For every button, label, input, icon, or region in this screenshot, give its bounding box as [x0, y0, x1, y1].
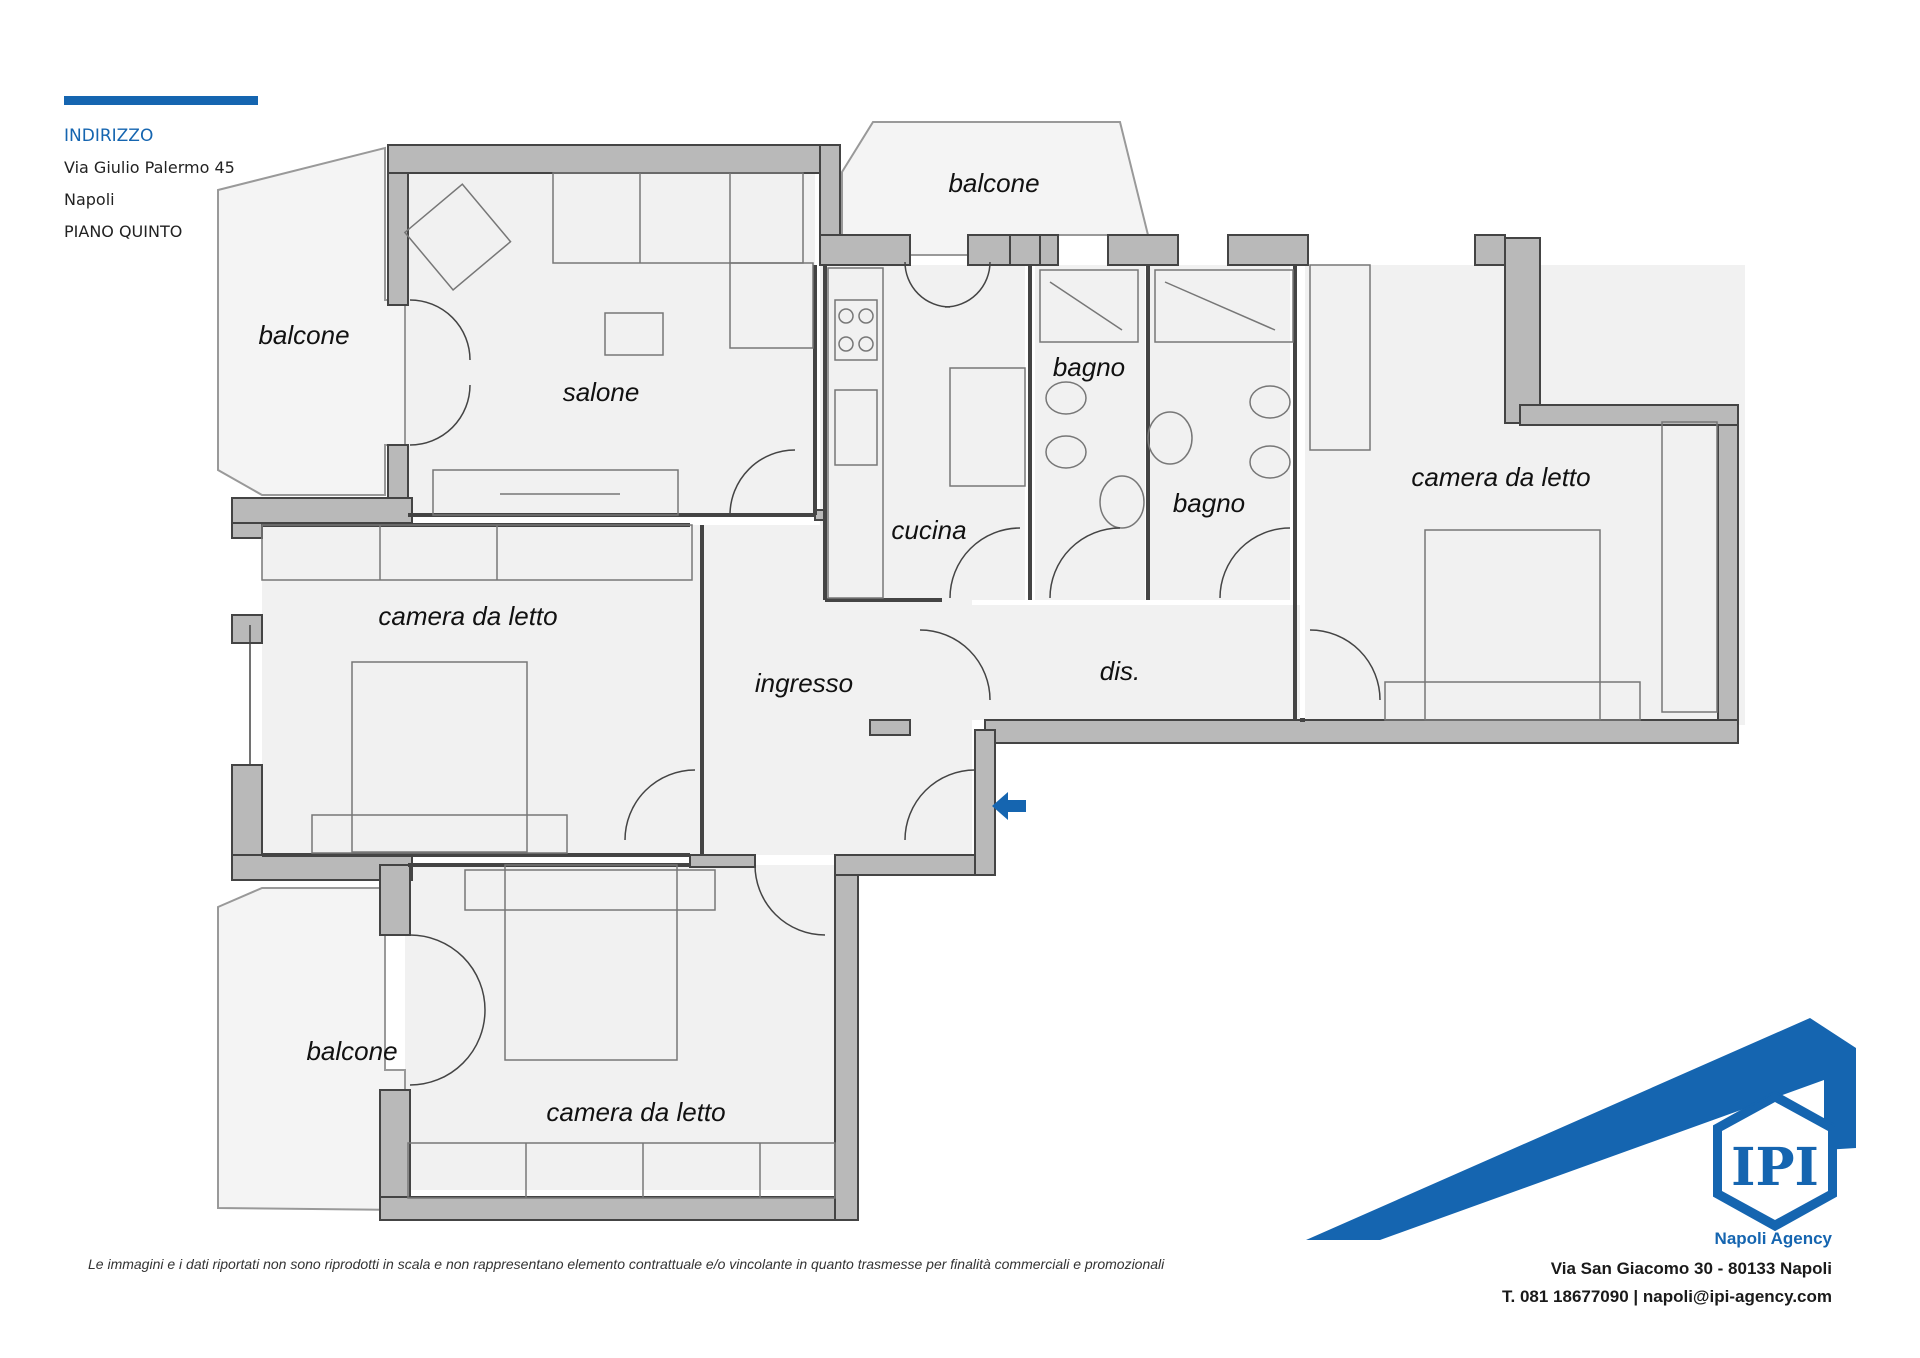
room-label-cucina: cucina — [891, 515, 966, 545]
room-label-dis: dis. — [1100, 656, 1140, 686]
agency-address: Via San Giacomo 30 - 80133 Napoli — [1550, 1259, 1832, 1278]
room-label-balcone-bottom: balcone — [306, 1036, 397, 1066]
furniture — [261, 172, 1718, 1199]
balconies — [217, 121, 1150, 1212]
room-label-balcone-left: balcone — [258, 320, 349, 350]
agency-logo: IPI — [1306, 1018, 1856, 1240]
agency-contacts: T. 081 18677090 | napoli@ipi-agency.com — [1502, 1287, 1832, 1306]
address-accent-bar — [64, 96, 258, 105]
disclaimer-text: Le immagini e i dati riportati non sono … — [88, 1256, 1165, 1272]
entrance-arrow-icon — [992, 792, 1026, 820]
room-label-balcone-top: balcone — [948, 168, 1039, 198]
doors — [249, 261, 1381, 1086]
room-label-bagno-2: bagno — [1173, 488, 1245, 518]
agency-name: Napoli Agency — [1714, 1229, 1832, 1248]
address-city: Napoli — [64, 190, 115, 209]
room-label-camera-bottom: camera da letto — [546, 1097, 725, 1127]
agency-logo-text: IPI — [1731, 1137, 1819, 1198]
room-label-camera-left: camera da letto — [378, 601, 557, 631]
address-floor: PIANO QUINTO — [64, 222, 183, 241]
address-heading: INDIRIZZO — [64, 126, 154, 146]
address-street: Via Giulio Palermo 45 — [64, 158, 235, 177]
walls — [231, 144, 1739, 1221]
room-label-camera-right: camera da letto — [1411, 462, 1590, 492]
room-label-ingresso: ingresso — [755, 668, 853, 698]
room-label-bagno-1: bagno — [1053, 352, 1125, 382]
room-label-salone: salone — [563, 377, 640, 407]
